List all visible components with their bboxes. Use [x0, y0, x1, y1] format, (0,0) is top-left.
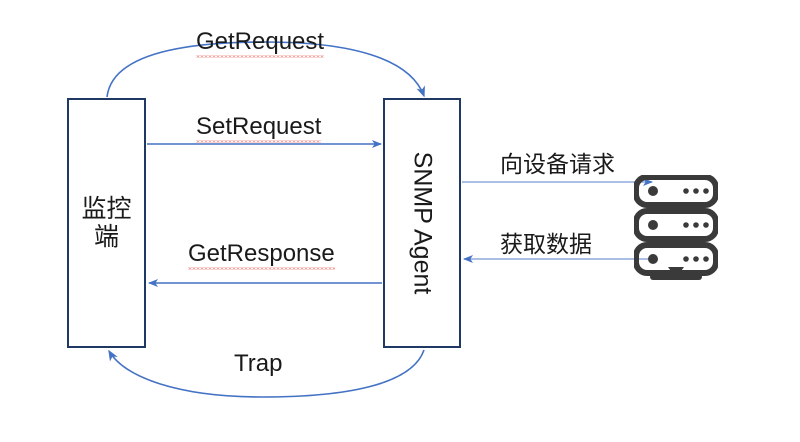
edge-label-fetch-data: 获取数据: [500, 232, 592, 258]
node-monitor[interactable]: 监控端: [67, 98, 146, 348]
edge-label-getrequest: GetRequest: [196, 28, 325, 58]
edge-label-getresponse-text: GetResponse: [188, 240, 335, 270]
edge-label-setrequest: SetRequest: [196, 113, 322, 143]
server-unit-1: [634, 175, 718, 208]
edge-label-request-device: 向设备请求: [500, 152, 615, 178]
node-monitor-label: 监控端: [81, 194, 132, 251]
edge-label-getrequest-text: GetRequest: [196, 28, 325, 58]
edge-trap-arrow: [108, 349, 425, 398]
edge-label-getresponse: GetResponse: [188, 240, 335, 268]
server-stack-icon[interactable]: [634, 175, 718, 280]
edge-label-trap: Trap: [234, 350, 283, 377]
node-snmp-agent-label: SNMP Agent: [408, 151, 437, 295]
server-unit-2: [634, 208, 718, 242]
edge-label-setrequest-text: SetRequest: [196, 113, 322, 143]
node-snmp-agent[interactable]: SNMP Agent: [383, 98, 461, 348]
